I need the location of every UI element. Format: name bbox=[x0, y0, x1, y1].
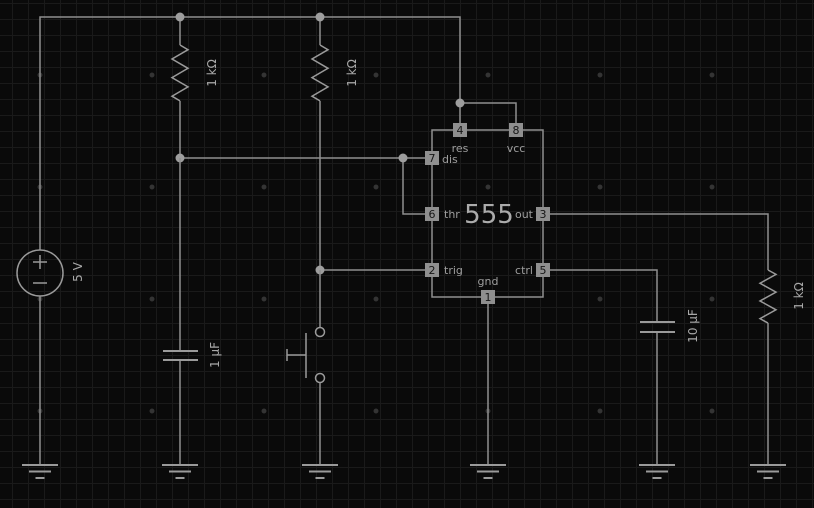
resistor-zigzag bbox=[310, 44, 330, 102]
pin-square-2 bbox=[425, 263, 439, 277]
capacitor-label[interactable]: 10 µF bbox=[686, 309, 700, 343]
pin-number-8: 8 bbox=[513, 124, 520, 137]
pin-square-6 bbox=[425, 207, 439, 221]
resistor-zigzag bbox=[758, 269, 778, 324]
pin-label-gnd: gnd bbox=[478, 275, 499, 288]
ground-bars bbox=[302, 464, 338, 479]
pin-number-5: 5 bbox=[540, 264, 547, 277]
pin-label-ctrl: ctrl bbox=[515, 264, 533, 277]
wire-segment bbox=[39, 16, 517, 250]
capacitor-label[interactable]: 1 µF bbox=[208, 342, 222, 368]
resistor-label[interactable]: 1 kΩ bbox=[205, 59, 219, 87]
wire-segment bbox=[550, 213, 769, 270]
switch-terminal bbox=[314, 372, 326, 384]
pin-square-7 bbox=[425, 151, 439, 165]
pin-label-dis: dis bbox=[442, 153, 458, 166]
pin-square-3 bbox=[536, 207, 550, 221]
wire-segment bbox=[550, 269, 658, 321]
capacitor-c1[interactable]: 1 µF bbox=[163, 158, 222, 465]
ground-bars bbox=[22, 464, 58, 479]
ground-symbol[interactable] bbox=[750, 464, 786, 479]
wire-net-vcc-rail[interactable] bbox=[39, 12, 517, 251]
switch-actuator bbox=[286, 333, 307, 378]
wire-net-ctrl[interactable] bbox=[550, 269, 658, 321]
pin-number-3: 3 bbox=[540, 208, 547, 221]
pin-number-4: 4 bbox=[457, 124, 464, 137]
switch-terminal bbox=[314, 326, 326, 338]
junction-dot bbox=[398, 153, 408, 163]
resistor-r2[interactable]: 1 kΩ bbox=[310, 44, 359, 270]
ground-bars bbox=[639, 464, 675, 479]
ground-bars bbox=[162, 464, 198, 479]
ground-symbol[interactable] bbox=[639, 464, 675, 479]
pin-label-res: res bbox=[452, 142, 469, 155]
pin-number-6: 6 bbox=[429, 208, 436, 221]
pin-label-out: out bbox=[515, 208, 534, 221]
resistor-r3[interactable]: 1 kΩ bbox=[758, 269, 806, 465]
pushbutton-sw1[interactable] bbox=[286, 270, 326, 465]
pin-label-thr: thr bbox=[444, 208, 460, 221]
plus-sign bbox=[33, 255, 47, 269]
ground-symbol[interactable] bbox=[302, 464, 338, 479]
resistor-label[interactable]: 1 kΩ bbox=[345, 59, 359, 87]
wire-segment bbox=[180, 157, 426, 215]
resistor-label[interactable]: 1 kΩ bbox=[792, 282, 806, 310]
ground-symbol[interactable] bbox=[470, 464, 506, 479]
pin-square-5 bbox=[536, 263, 550, 277]
pin-square-8 bbox=[509, 123, 523, 137]
pin-square-1 bbox=[481, 290, 495, 304]
ic-555[interactable]: 4 8 7 6 2 3 5 1 res vcc dis thr trig out… bbox=[425, 123, 550, 304]
junction-dot bbox=[175, 12, 185, 22]
wire-net-dis-thr[interactable] bbox=[175, 153, 427, 215]
resistor-zigzag bbox=[170, 44, 190, 102]
voltage-source-v1[interactable]: 5 V bbox=[16, 249, 85, 465]
pin-number-2: 2 bbox=[429, 264, 436, 277]
pin-number-7: 7 bbox=[429, 152, 436, 165]
ground-symbol[interactable] bbox=[162, 464, 198, 479]
voltage-source-label[interactable]: 5 V bbox=[71, 261, 85, 281]
pin-square-4 bbox=[453, 123, 467, 137]
junction-dot bbox=[455, 98, 465, 108]
junction-dot bbox=[315, 12, 325, 22]
pin-number-1: 1 bbox=[485, 291, 492, 304]
pin-label-trig: trig bbox=[444, 264, 463, 277]
ground-bars bbox=[750, 464, 786, 479]
capacitor-c2[interactable]: 10 µF bbox=[640, 309, 700, 465]
resistor-r1[interactable]: 1 kΩ bbox=[170, 44, 219, 158]
wire-net-out[interactable] bbox=[550, 213, 769, 270]
ground-symbol[interactable] bbox=[22, 464, 58, 479]
wire-net-trig[interactable] bbox=[315, 265, 427, 275]
pin-label-vcc: vcc bbox=[507, 142, 526, 155]
ic-title: 555 bbox=[464, 200, 514, 230]
ground-bars bbox=[470, 464, 506, 479]
